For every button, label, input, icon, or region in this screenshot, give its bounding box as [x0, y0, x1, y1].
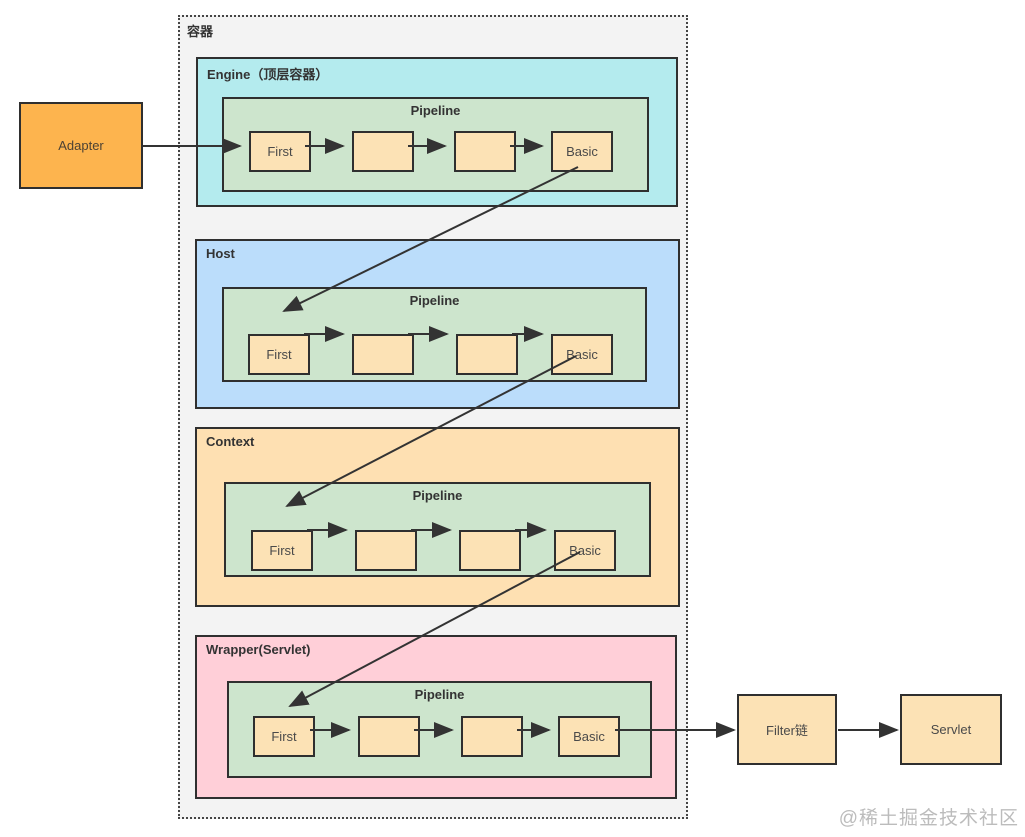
- filter-chain-label: Filter链: [766, 723, 808, 738]
- section-wrapper: Wrapper(Servlet) Pipeline First Basic: [195, 635, 677, 799]
- pipeline-host-label: Pipeline: [409, 293, 460, 308]
- valve-context-2: [355, 530, 417, 571]
- section-host: Host Pipeline First Basic: [195, 239, 680, 409]
- watermark-text: @稀土掘金技术社区: [838, 808, 1019, 829]
- valve-context-basic: Basic: [554, 530, 616, 571]
- pipeline-wrapper: Pipeline First Basic: [227, 681, 652, 778]
- valve-host-3: [456, 334, 518, 375]
- section-wrapper-label: Wrapper(Servlet): [206, 642, 311, 657]
- valve-engine-basic: Basic: [551, 131, 613, 172]
- valve-wrapper-first: First: [253, 716, 315, 757]
- valve-wrapper-3: [461, 716, 523, 757]
- valve-wrapper-basic: Basic: [558, 716, 620, 757]
- valve-host-basic: Basic: [551, 334, 613, 375]
- pipeline-wrapper-label: Pipeline: [414, 687, 465, 702]
- adapter-node: Adapter: [19, 102, 143, 189]
- container-group: 容器 Engine（顶层容器） Pipeline First Basic Hos…: [178, 15, 688, 819]
- valve-engine-3: [454, 131, 516, 172]
- section-context-label: Context: [206, 434, 255, 449]
- pipeline-context: Pipeline First Basic: [224, 482, 651, 577]
- valve-context-3: [459, 530, 521, 571]
- valve-context-first: First: [251, 530, 313, 571]
- valve-engine-2: [352, 131, 414, 172]
- section-engine-label: Engine（顶层容器）: [207, 67, 329, 82]
- valve-wrapper-2: [358, 716, 420, 757]
- valve-engine-first: First: [249, 131, 311, 172]
- pipeline-engine-label: Pipeline: [410, 103, 461, 118]
- section-host-label: Host: [206, 246, 235, 261]
- pipeline-engine: Pipeline First Basic: [222, 97, 649, 192]
- pipeline-host: Pipeline First Basic: [222, 287, 647, 382]
- section-engine: Engine（顶层容器） Pipeline First Basic: [196, 57, 678, 207]
- filter-chain-node: Filter链: [737, 694, 837, 765]
- section-context: Context Pipeline First Basic: [195, 427, 680, 607]
- adapter-label: Adapter: [58, 138, 104, 153]
- container-label: 容器: [187, 24, 214, 39]
- pipeline-context-label: Pipeline: [412, 488, 463, 503]
- servlet-node: Servlet: [900, 694, 1002, 765]
- valve-host-2: [352, 334, 414, 375]
- servlet-label: Servlet: [930, 722, 972, 737]
- valve-host-first: First: [248, 334, 310, 375]
